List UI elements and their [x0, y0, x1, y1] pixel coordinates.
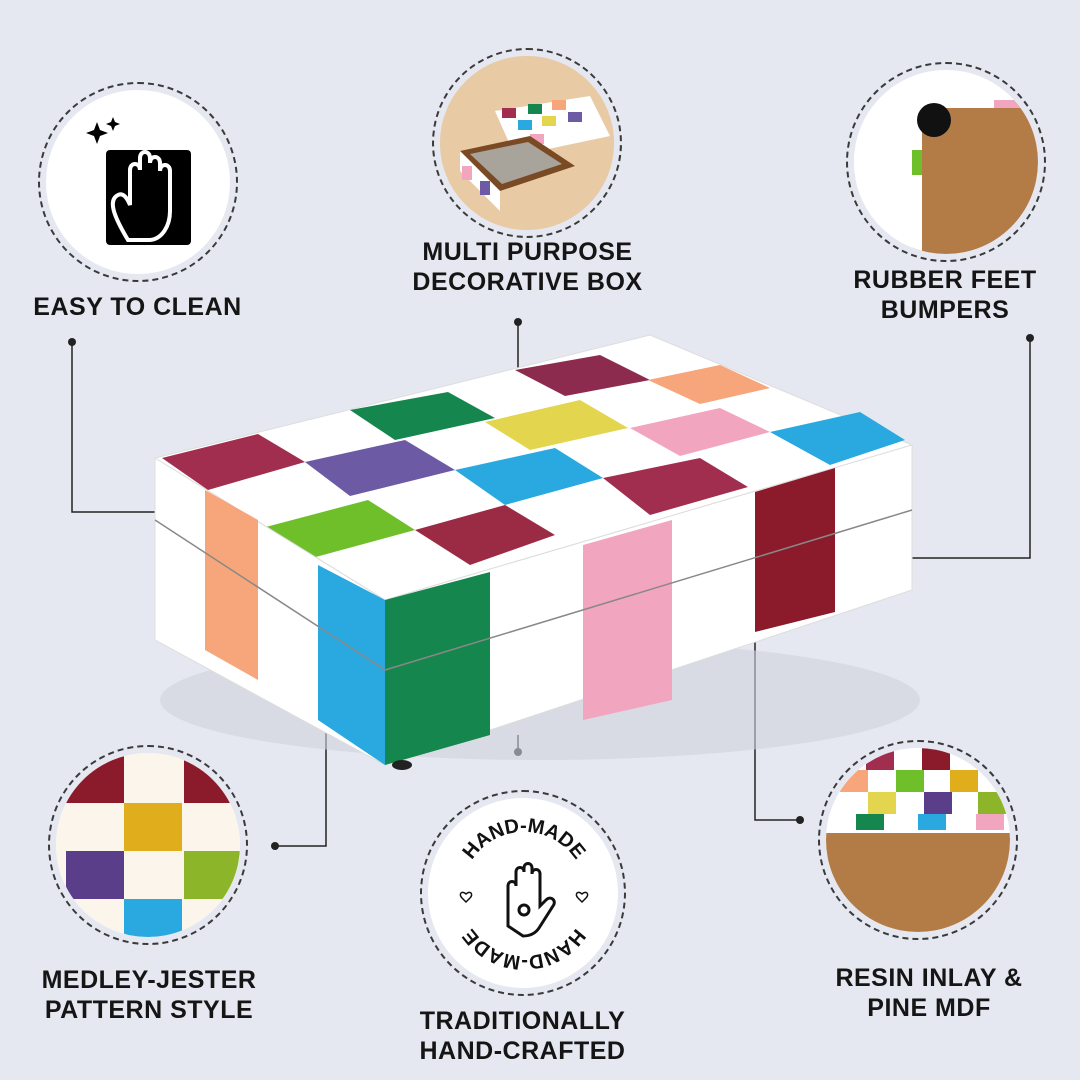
resin-text-1: RESIN INLAY &	[835, 964, 1023, 992]
easy-clean-icon-wrap	[46, 90, 230, 274]
handcrafted-label: TRADITIONALLY HAND-CRAFTED	[380, 1006, 665, 1066]
multi-purpose-label: MULTI PURPOSE DECORATIVE BOX	[380, 237, 675, 297]
wood-corner-photo	[854, 70, 1038, 254]
rubber-feet-circle	[846, 62, 1046, 262]
handmade-badge: HAND-MADE HAND-MADE	[428, 798, 618, 988]
rubber-feet-label: RUBBER FEET BUMPERS	[840, 265, 1050, 325]
hand-icon	[506, 862, 556, 938]
rubber-feet-photo	[854, 70, 1038, 254]
multi-purpose-text-2: DECORATIVE BOX	[412, 268, 643, 296]
resin-text-2: PINE MDF	[867, 994, 991, 1022]
medley-text-1: MEDLEY-JESTER	[41, 966, 257, 994]
heart-icon	[575, 891, 589, 904]
resin-label: RESIN INLAY & PINE MDF	[810, 963, 1048, 1023]
easy-clean-text: EASY TO CLEAN	[33, 293, 242, 321]
rubber-feet-text-2: BUMPERS	[880, 296, 1010, 324]
medley-circle	[48, 745, 248, 945]
multi-purpose-photo	[440, 56, 614, 230]
handcrafted-text-1: TRADITIONALLY	[419, 1007, 626, 1035]
checker-box	[153, 334, 920, 770]
resin-circle	[818, 740, 1018, 940]
multi-purpose-circle	[432, 48, 622, 238]
handcrafted-text-2: HAND-CRAFTED	[419, 1037, 626, 1065]
handmade-circle: HAND-MADE HAND-MADE	[420, 790, 626, 996]
handmade-stamp: HAND-MADE HAND-MADE	[458, 815, 589, 973]
medley-photo	[56, 753, 240, 937]
checker-pattern-photo	[56, 753, 240, 937]
multi-purpose-text-1: MULTI PURPOSE	[422, 238, 633, 266]
open-box-photo	[440, 56, 614, 230]
easy-clean-label: EASY TO CLEAN	[20, 292, 255, 322]
resin-wood-photo	[826, 748, 1010, 932]
medley-label: MEDLEY-JESTER PATTERN STYLE	[20, 965, 278, 1025]
rubber-feet-text-1: RUBBER FEET	[853, 266, 1037, 294]
medley-text-2: PATTERN STYLE	[44, 996, 254, 1024]
heart-icon	[459, 891, 473, 904]
easy-clean-circle	[38, 82, 238, 282]
cleaning-cloth-icon	[86, 117, 191, 245]
resin-photo	[826, 748, 1010, 932]
badge-text-top: HAND-MADE	[458, 815, 589, 863]
badge-text-bottom: HAND-MADE	[458, 925, 589, 973]
